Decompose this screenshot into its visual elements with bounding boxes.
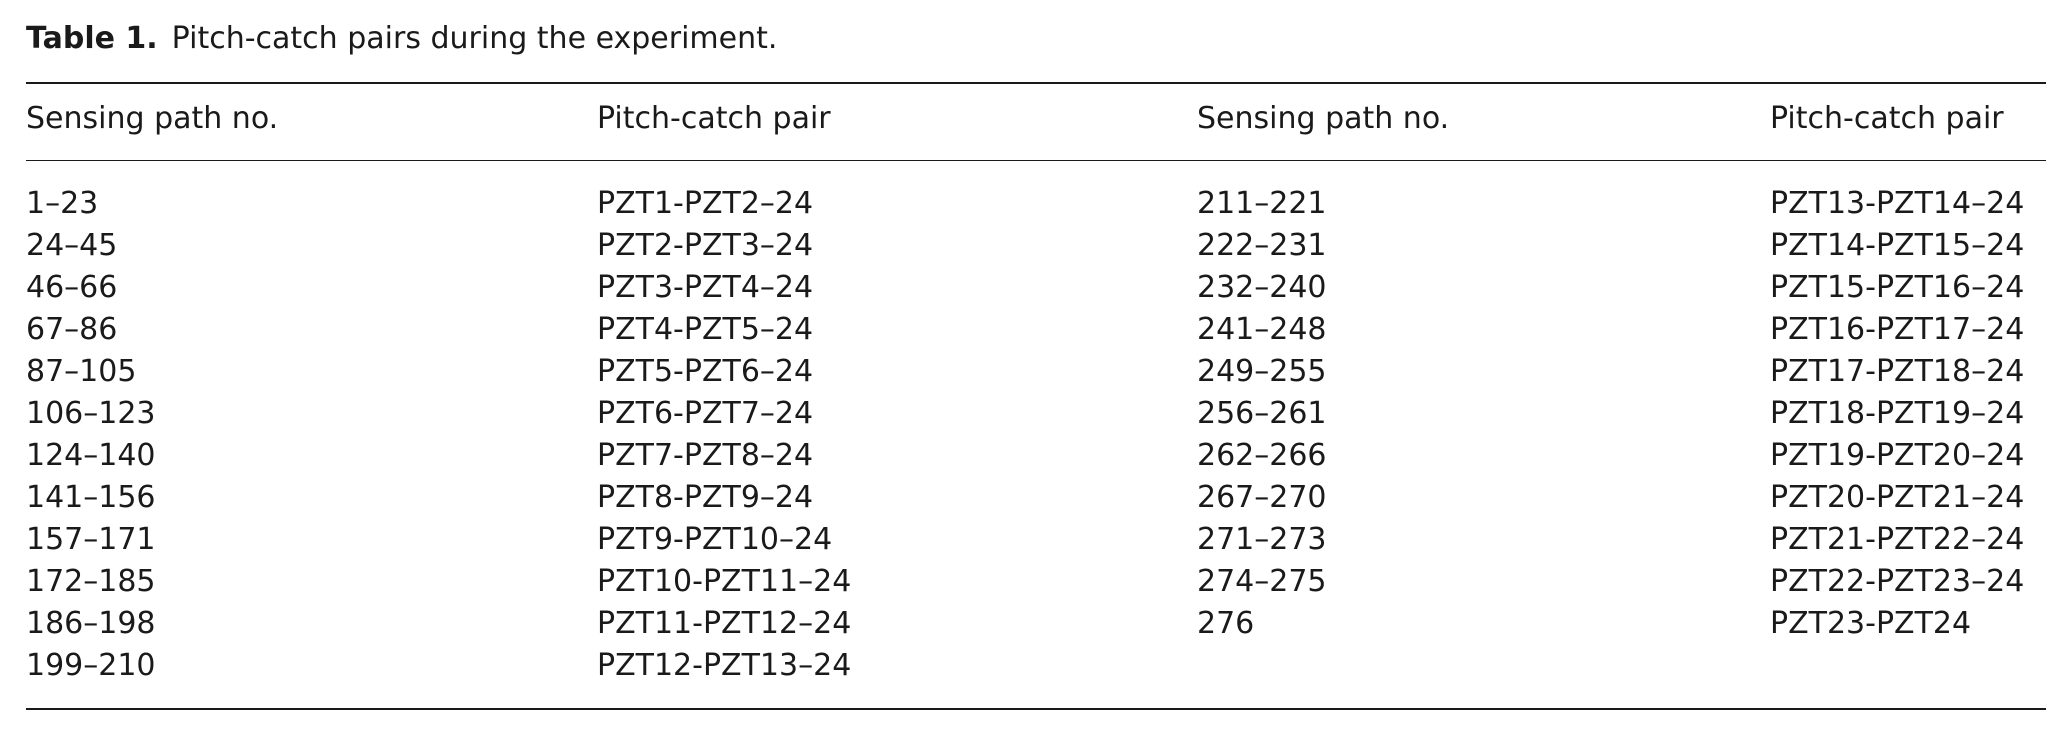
table-row: 186–198 PZT11-PZT12–24 276 PZT23-PZT24 (0, 603, 2059, 645)
pitch-catch-cell: PZT23-PZT24 (1770, 606, 1972, 641)
table-row: 106–123 PZT6-PZT7–24 256–261 PZT18-PZT19… (0, 393, 2059, 435)
pitch-catch-cell: PZT12-PZT13–24 (597, 648, 852, 683)
table-row: 87–105 PZT5-PZT6–24 249–255 PZT17-PZT18–… (0, 351, 2059, 393)
sensing-path-cell: 274–275 (1197, 564, 1327, 599)
table-row: 46–66 PZT3-PZT4–24 232–240 PZT15-PZT16–2… (0, 267, 2059, 309)
table-row: 172–185 PZT10-PZT11–24 274–275 PZT22-PZT… (0, 561, 2059, 603)
pitch-catch-cell: PZT9-PZT10–24 (597, 522, 833, 557)
table-row: 1–23 PZT1-PZT2–24 211–221 PZT13-PZT14–24 (0, 183, 2059, 225)
pitch-catch-cell: PZT10-PZT11–24 (597, 564, 852, 599)
pitch-catch-cell: PZT5-PZT6–24 (597, 354, 814, 389)
table-top-rule (26, 82, 2046, 84)
pitch-catch-cell: PZT8-PZT9–24 (597, 480, 814, 515)
sensing-path-cell: 199–210 (26, 648, 156, 683)
table-caption-label: Table 1. (26, 21, 158, 56)
column-header-sensing-path-right: Sensing path no. (1197, 101, 1450, 136)
column-header-sensing-path-left: Sensing path no. (26, 101, 279, 136)
sensing-path-cell: 262–266 (1197, 438, 1327, 473)
sensing-path-cell: 141–156 (26, 480, 156, 515)
sensing-path-cell: 1–23 (26, 186, 99, 221)
sensing-path-cell: 249–255 (1197, 354, 1327, 389)
sensing-path-cell: 106–123 (26, 396, 156, 431)
sensing-path-cell: 267–270 (1197, 480, 1327, 515)
column-header-pitch-catch-right: Pitch-catch pair (1770, 101, 2004, 136)
sensing-path-cell: 24–45 (26, 228, 118, 263)
table-row: 157–171 PZT9-PZT10–24 271–273 PZT21-PZT2… (0, 519, 2059, 561)
pitch-catch-cell: PZT3-PZT4–24 (597, 270, 814, 305)
pitch-catch-cell: PZT7-PZT8–24 (597, 438, 814, 473)
sensing-path-cell: 157–171 (26, 522, 156, 557)
table-row: 199–210 PZT12-PZT13–24 (0, 645, 2059, 687)
sensing-path-cell: 87–105 (26, 354, 137, 389)
column-header-pitch-catch-left: Pitch-catch pair (597, 101, 831, 136)
pitch-catch-cell: PZT2-PZT3–24 (597, 228, 814, 263)
pitch-catch-cell: PZT22-PZT23–24 (1770, 564, 2025, 599)
sensing-path-cell: 241–248 (1197, 312, 1327, 347)
pitch-catch-cell: PZT21-PZT22–24 (1770, 522, 2025, 557)
sensing-path-cell: 276 (1197, 606, 1255, 641)
table-row: 124–140 PZT7-PZT8–24 262–266 PZT19-PZT20… (0, 435, 2059, 477)
sensing-path-cell: 271–273 (1197, 522, 1327, 557)
pitch-catch-cell: PZT4-PZT5–24 (597, 312, 814, 347)
pitch-catch-cell: PZT6-PZT7–24 (597, 396, 814, 431)
pitch-catch-cell: PZT13-PZT14–24 (1770, 186, 2025, 221)
table-bottom-rule (26, 708, 2046, 710)
pitch-catch-cell: PZT15-PZT16–24 (1770, 270, 2025, 305)
sensing-path-cell: 256–261 (1197, 396, 1327, 431)
pitch-catch-cell: PZT11-PZT12–24 (597, 606, 852, 641)
sensing-path-cell: 186–198 (26, 606, 156, 641)
sensing-path-cell: 222–231 (1197, 228, 1327, 263)
sensing-path-cell: 211–221 (1197, 186, 1327, 221)
sensing-path-cell: 67–86 (26, 312, 118, 347)
pitch-catch-cell: PZT16-PZT17–24 (1770, 312, 2025, 347)
pitch-catch-cell: PZT19-PZT20–24 (1770, 438, 2025, 473)
table-header-row: Sensing path no. Pitch-catch pair Sensin… (0, 98, 2059, 146)
table-body: 1–23 PZT1-PZT2–24 211–221 PZT13-PZT14–24… (0, 183, 2059, 687)
pitch-catch-cell: PZT20-PZT21–24 (1770, 480, 2025, 515)
pitch-catch-cell: PZT18-PZT19–24 (1770, 396, 2025, 431)
pitch-catch-cell: PZT17-PZT18–24 (1770, 354, 2025, 389)
sensing-path-cell: 172–185 (26, 564, 156, 599)
sensing-path-cell: 124–140 (26, 438, 156, 473)
table-header-rule (26, 160, 2046, 161)
table-row: 67–86 PZT4-PZT5–24 241–248 PZT16-PZT17–2… (0, 309, 2059, 351)
pitch-catch-cell: PZT1-PZT2–24 (597, 186, 814, 221)
sensing-path-cell: 46–66 (26, 270, 118, 305)
table-row: 24–45 PZT2-PZT3–24 222–231 PZT14-PZT15–2… (0, 225, 2059, 267)
sensing-path-cell: 232–240 (1197, 270, 1327, 305)
pitch-catch-cell: PZT14-PZT15–24 (1770, 228, 2025, 263)
table-caption: Table 1. Pitch-catch pairs during the exp… (26, 16, 777, 62)
table-row: 141–156 PZT8-PZT9–24 267–270 PZT20-PZT21… (0, 477, 2059, 519)
table-caption-text: Pitch-catch pairs during the experiment. (171, 21, 778, 56)
